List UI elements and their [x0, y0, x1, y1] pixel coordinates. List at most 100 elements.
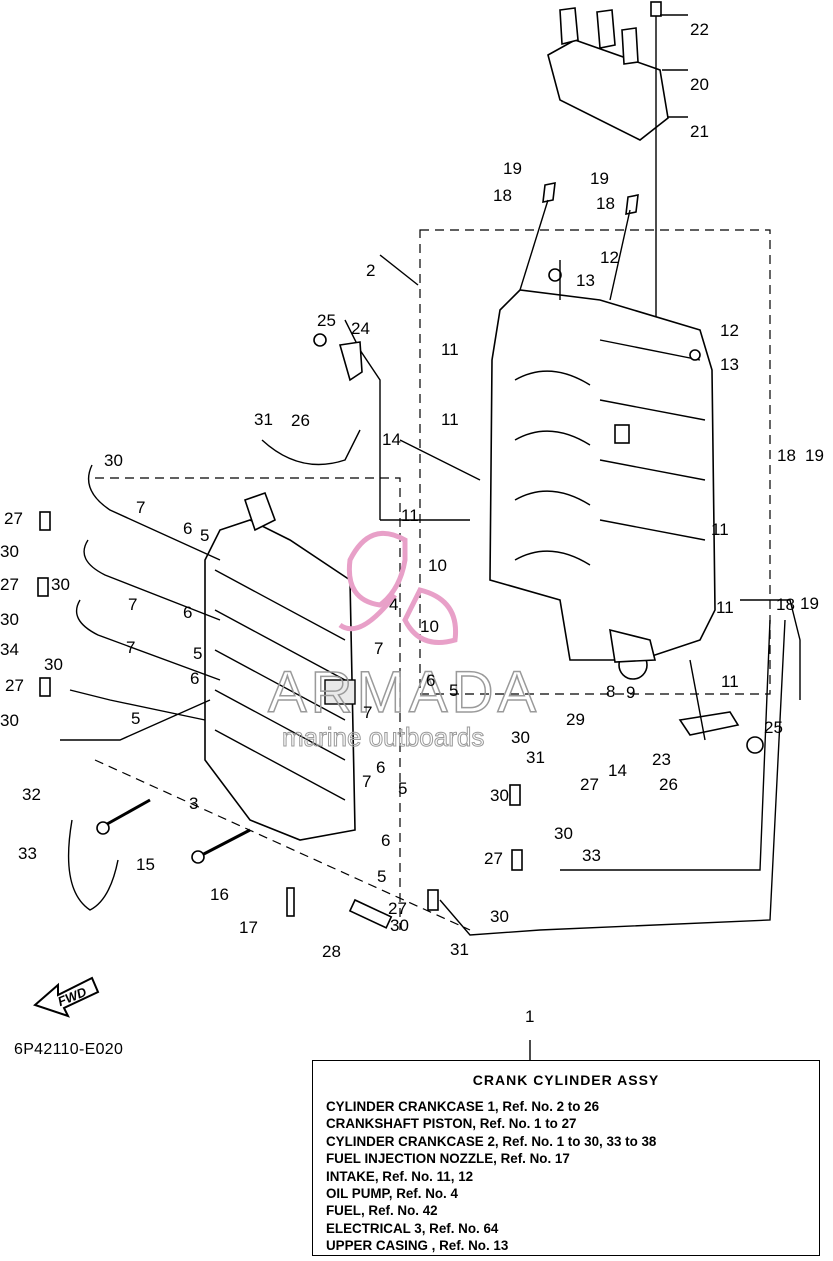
callout-5: 5 — [200, 526, 209, 545]
callout-27: 27 — [484, 849, 503, 868]
fwd-label: FWD — [56, 984, 90, 1009]
callout-7: 7 — [128, 595, 137, 614]
callout-30: 30 — [0, 542, 19, 561]
callout-21: 21 — [690, 122, 709, 141]
callout-27: 27 — [0, 575, 19, 594]
callout-30: 30 — [0, 610, 19, 629]
callout-33: 33 — [582, 846, 601, 865]
callout-6: 6 — [381, 831, 390, 850]
callout-10: 10 — [428, 556, 447, 575]
callout-10: 10 — [420, 617, 439, 636]
callout-18: 18 — [777, 446, 796, 465]
info-line: FUEL INJECTION NOZZLE, Ref. No. 17 — [326, 1151, 570, 1167]
callout-11: 11 — [721, 672, 739, 691]
callout-31: 31 — [526, 748, 545, 767]
upper-cover-part — [547, 1, 669, 340]
bottom-dashed-line — [94, 759, 471, 931]
callout-30: 30 — [0, 711, 19, 730]
callout-5: 5 — [449, 681, 458, 700]
callout-25: 25 — [764, 718, 783, 737]
callout-17: 17 — [239, 918, 258, 937]
callout-6: 6 — [426, 671, 435, 690]
callout-27: 27 — [388, 899, 407, 918]
callout-26: 26 — [291, 411, 310, 430]
info-line: UPPER CASING , Ref. No. 13 — [326, 1238, 509, 1254]
callout-27: 27 — [5, 676, 24, 695]
watermark-logo: ARMADA marine outboards — [267, 530, 540, 753]
callout-19: 19 — [805, 446, 824, 465]
callout-30: 30 — [490, 786, 509, 805]
callout-14: 14 — [608, 761, 627, 780]
small-fittings — [37, 181, 764, 929]
callout-4: 4 — [389, 595, 398, 614]
info-box-lines: CYLINDER CRANKCASE 1, Ref. No. 2 to 26 C… — [326, 1098, 819, 1255]
callout-26: 26 — [659, 775, 678, 794]
callout-6: 6 — [183, 519, 192, 538]
callout-3: 3 — [189, 794, 198, 813]
callout-29: 29 — [566, 710, 585, 729]
callout-18: 18 — [596, 194, 615, 213]
callout-6: 6 — [190, 669, 199, 688]
leader-lines — [379, 14, 706, 1060]
callout-30: 30 — [390, 916, 409, 935]
callout-6: 6 — [376, 758, 385, 777]
callout-5: 5 — [131, 709, 140, 728]
callout-18: 18 — [493, 186, 512, 205]
callout-28: 28 — [322, 942, 341, 961]
callout-30: 30 — [490, 907, 509, 926]
callout-7: 7 — [136, 498, 145, 517]
info-line: INTAKE, Ref. No. 11, 12 — [326, 1168, 474, 1184]
callout-7: 7 — [126, 638, 135, 657]
cylinder-dashed-outline — [95, 477, 401, 930]
callout-12: 12 — [600, 248, 619, 267]
crankcase-block-part — [489, 289, 716, 680]
callout-6: 6 — [183, 603, 192, 622]
callout-5: 5 — [193, 644, 202, 663]
callout-27: 27 — [4, 509, 23, 528]
callout-13: 13 — [576, 271, 595, 290]
callout-7: 7 — [374, 639, 383, 658]
callout-5: 5 — [377, 867, 386, 886]
callout-30: 30 — [104, 451, 123, 470]
callout-25: 25 — [317, 311, 336, 330]
callout-34: 34 — [0, 640, 19, 659]
callout-14: 14 — [382, 430, 401, 449]
callout-7: 7 — [362, 772, 371, 791]
fwd-arrow: FWD — [33, 976, 100, 1018]
callout-5: 5 — [398, 779, 407, 798]
callout-33: 33 — [18, 844, 37, 863]
callout-16: 16 — [210, 885, 229, 904]
hose-assembly — [60, 319, 801, 936]
info-line: CRANKSHAFT PISTON, Ref. No. 1 to 27 — [326, 1116, 577, 1132]
callout-18: 18 — [776, 595, 795, 614]
info-line: CYLINDER CRANKCASE 1, Ref. No. 2 to 26 — [326, 1099, 600, 1114]
info-line: CYLINDER CRANKCASE 2, Ref. No. 1 to 30, … — [326, 1133, 657, 1149]
watermark-brand: ARMADA — [268, 660, 540, 725]
callout-30: 30 — [554, 824, 573, 843]
callout-19: 19 — [800, 594, 819, 613]
callout-30: 30 — [511, 728, 530, 747]
callout-11: 11 — [716, 598, 734, 617]
info-line: FUEL, Ref. No. 42 — [326, 1203, 438, 1219]
callout-20: 20 — [690, 75, 709, 94]
callout-13: 13 — [720, 355, 739, 374]
callout-27: 27 — [580, 775, 599, 794]
callout-11: 11 — [401, 506, 419, 525]
callout-22: 22 — [690, 20, 709, 39]
info-line: ELECTRICAL 3, Ref. No. 64 — [326, 1220, 499, 1236]
callout-19: 19 — [590, 169, 609, 188]
callout-9: 9 — [626, 683, 635, 702]
info-line: OIL PUMP, Ref. No. 4 — [326, 1186, 458, 1202]
callout-11: 11 — [711, 520, 729, 539]
callout-11: 11 — [441, 410, 459, 429]
callout-30: 30 — [51, 575, 70, 594]
callout-24: 24 — [351, 319, 370, 338]
callout-31: 31 — [450, 940, 469, 959]
callout-32: 32 — [22, 785, 41, 804]
callout-11: 11 — [441, 340, 459, 359]
callout-19: 19 — [503, 159, 522, 178]
info-box-ref-number: 1 — [525, 1007, 534, 1026]
callout-23: 23 — [652, 750, 671, 769]
info-box: CRANK CYLINDER ASSY CYLINDER CRANKCASE 1… — [312, 1060, 820, 1256]
